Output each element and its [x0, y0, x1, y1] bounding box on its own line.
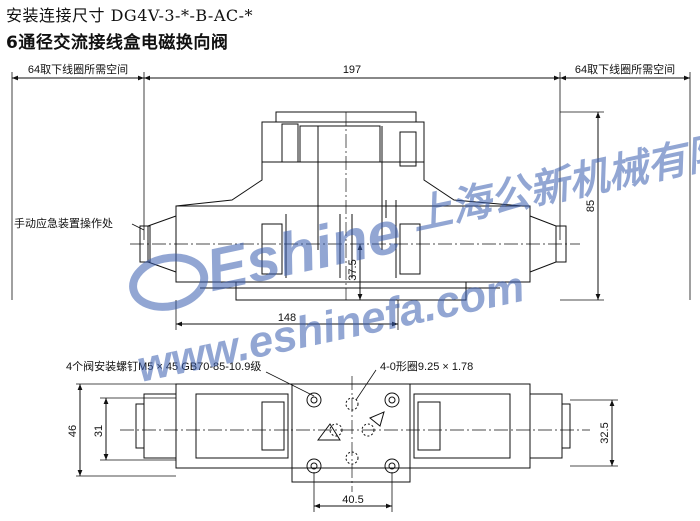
watermark: Eshine 上海公新机械有限公司 www.eshinefa.com	[129, 111, 700, 392]
dim-overall-length: 197	[343, 64, 361, 76]
dim-width-inner: 31	[93, 425, 105, 437]
dim-width-right: 32.5	[599, 422, 611, 443]
callout-o-rings: 4-0形圈9.25 × 1.78	[380, 360, 473, 373]
callout-mounting-bolts: 4个阀安装螺钉M5 × 45 GB70-85-10.9级	[66, 359, 261, 373]
side-view	[11, 72, 691, 330]
watermark-logo-icon	[129, 253, 209, 311]
dim-width-total: 46	[67, 425, 79, 437]
plan-view	[76, 369, 618, 512]
dim-center-height: 37.5	[347, 259, 359, 280]
watermark-company: 上海公新机械有限公司	[408, 111, 700, 238]
callout-manual-override: 手动应急装置操作处	[14, 216, 113, 230]
dim-height: 85	[585, 200, 597, 212]
page-title: 安装连接尺寸 DG4V-3-*-B-AC-*	[6, 6, 254, 25]
dim-clearance-left: 64取下线圈所需空间	[28, 62, 128, 76]
dim-body-length: 148	[278, 312, 296, 324]
dim-clearance-right: 64取下线圈所需空间	[575, 62, 675, 76]
page-subtitle: 6通径交流接线盒电磁换向阀	[6, 33, 229, 53]
dim-port-spacing: 40.5	[342, 494, 363, 506]
